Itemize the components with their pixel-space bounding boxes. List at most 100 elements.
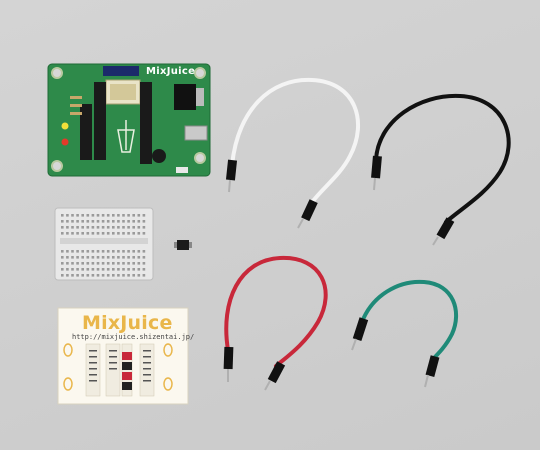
breadboard-hole [81,274,84,277]
breadboard-hole [71,262,74,265]
breadboard-hole [122,268,125,271]
breadboard-hole [106,262,110,265]
breadboard-hole [132,274,135,277]
breadboard-hole [122,226,125,229]
green-jumper-wire [351,279,459,388]
breadboard-hole [76,220,79,223]
breadboard-hole [61,214,64,217]
breadboard-hole [137,226,141,229]
breadboard-hole [106,268,110,271]
breadboard-hole [137,256,141,259]
breadboard-hole [137,214,141,217]
breadboard-hole [86,262,90,265]
breadboard-hole [81,250,84,253]
breadboard-hole [101,232,105,235]
breadboard-hole [101,256,105,259]
breadboard-hole [61,256,64,259]
breadboard-hole [61,262,64,265]
breadboard-hole [101,220,105,223]
breadboard-hole [122,262,125,265]
breadboard-hole [71,214,74,217]
breadboard-hole [71,226,74,229]
breadboard-hole [106,256,110,259]
breadboard-hole [91,220,95,223]
breadboard-holes [61,214,146,277]
breadboard-hole [81,214,84,217]
breadboard-hole [81,232,84,235]
breadboard-hole [91,256,95,259]
breadboard-hole [137,232,141,235]
breadboard-hole [86,256,90,259]
breadboard-hole [76,268,79,271]
breadboard-hole [61,250,64,253]
mixjuice-sticker-sheet [57,307,189,405]
breadboard-hole [112,268,115,271]
breadboard-hole [61,226,64,229]
sticker-title: MixJuice [82,312,173,334]
breadboard-hole [96,214,100,217]
breadboard-hole [71,232,74,235]
breadboard-hole [117,262,120,265]
breadboard-hole [61,274,64,277]
breadboard-hole [101,250,105,253]
breadboard-hole [112,214,115,217]
breadboard-hole [96,268,100,271]
breadboard-hole [117,268,120,271]
breadboard-hole [122,250,125,253]
breadboard-hole [112,232,115,235]
white-jumper-wire [225,77,360,229]
breadboard-hole [76,262,79,265]
breadboard-hole [127,274,130,277]
breadboard-hole [132,262,135,265]
breadboard-hole [122,214,125,217]
breadboard-hole [86,226,90,229]
breadboard-hole [142,268,146,271]
breadboard-hole [86,268,90,271]
breadboard-hole [132,220,135,223]
breadboard-hole [137,268,141,271]
breadboard-hole [127,214,130,217]
breadboard-hole [71,274,74,277]
breadboard-hole [96,250,100,253]
red-jumper-wire [223,255,328,391]
breadboard-hole [76,274,79,277]
mixjuice-pcb-board [47,63,211,177]
breadboard-hole [71,220,74,223]
breadboard-hole [127,232,130,235]
breadboard-hole [127,226,130,229]
breadboard-hole [66,226,69,229]
breadboard-hole [132,226,135,229]
breadboard-hole [66,220,69,223]
breadboard-hole [117,274,120,277]
breadboard-hole [106,220,110,223]
breadboard-hole [61,220,64,223]
breadboard-hole [132,232,135,235]
breadboard-hole [142,232,146,235]
breadboard-hole [106,250,110,253]
black-jumper-wire [371,93,511,246]
breadboard-hole [142,256,146,259]
breadboard-hole [132,214,135,217]
breadboard-hole [76,226,79,229]
small-button-component [177,240,189,250]
breadboard-hole [142,226,146,229]
breadboard-hole [117,214,120,217]
breadboard-hole [76,232,79,235]
breadboard-hole [96,256,100,259]
breadboard-hole [91,274,95,277]
breadboard-hole [142,220,146,223]
breadboard-hole [117,250,120,253]
breadboard-hole [112,226,115,229]
breadboard-hole [81,256,84,259]
breadboard-hole [101,226,105,229]
breadboard-hole [112,220,115,223]
breadboard-hole [61,268,64,271]
breadboard-hole [66,214,69,217]
breadboard-hole [86,250,90,253]
breadboard-hole [66,250,69,253]
breadboard-hole [117,256,120,259]
breadboard-hole [101,268,105,271]
breadboard-hole [117,226,120,229]
